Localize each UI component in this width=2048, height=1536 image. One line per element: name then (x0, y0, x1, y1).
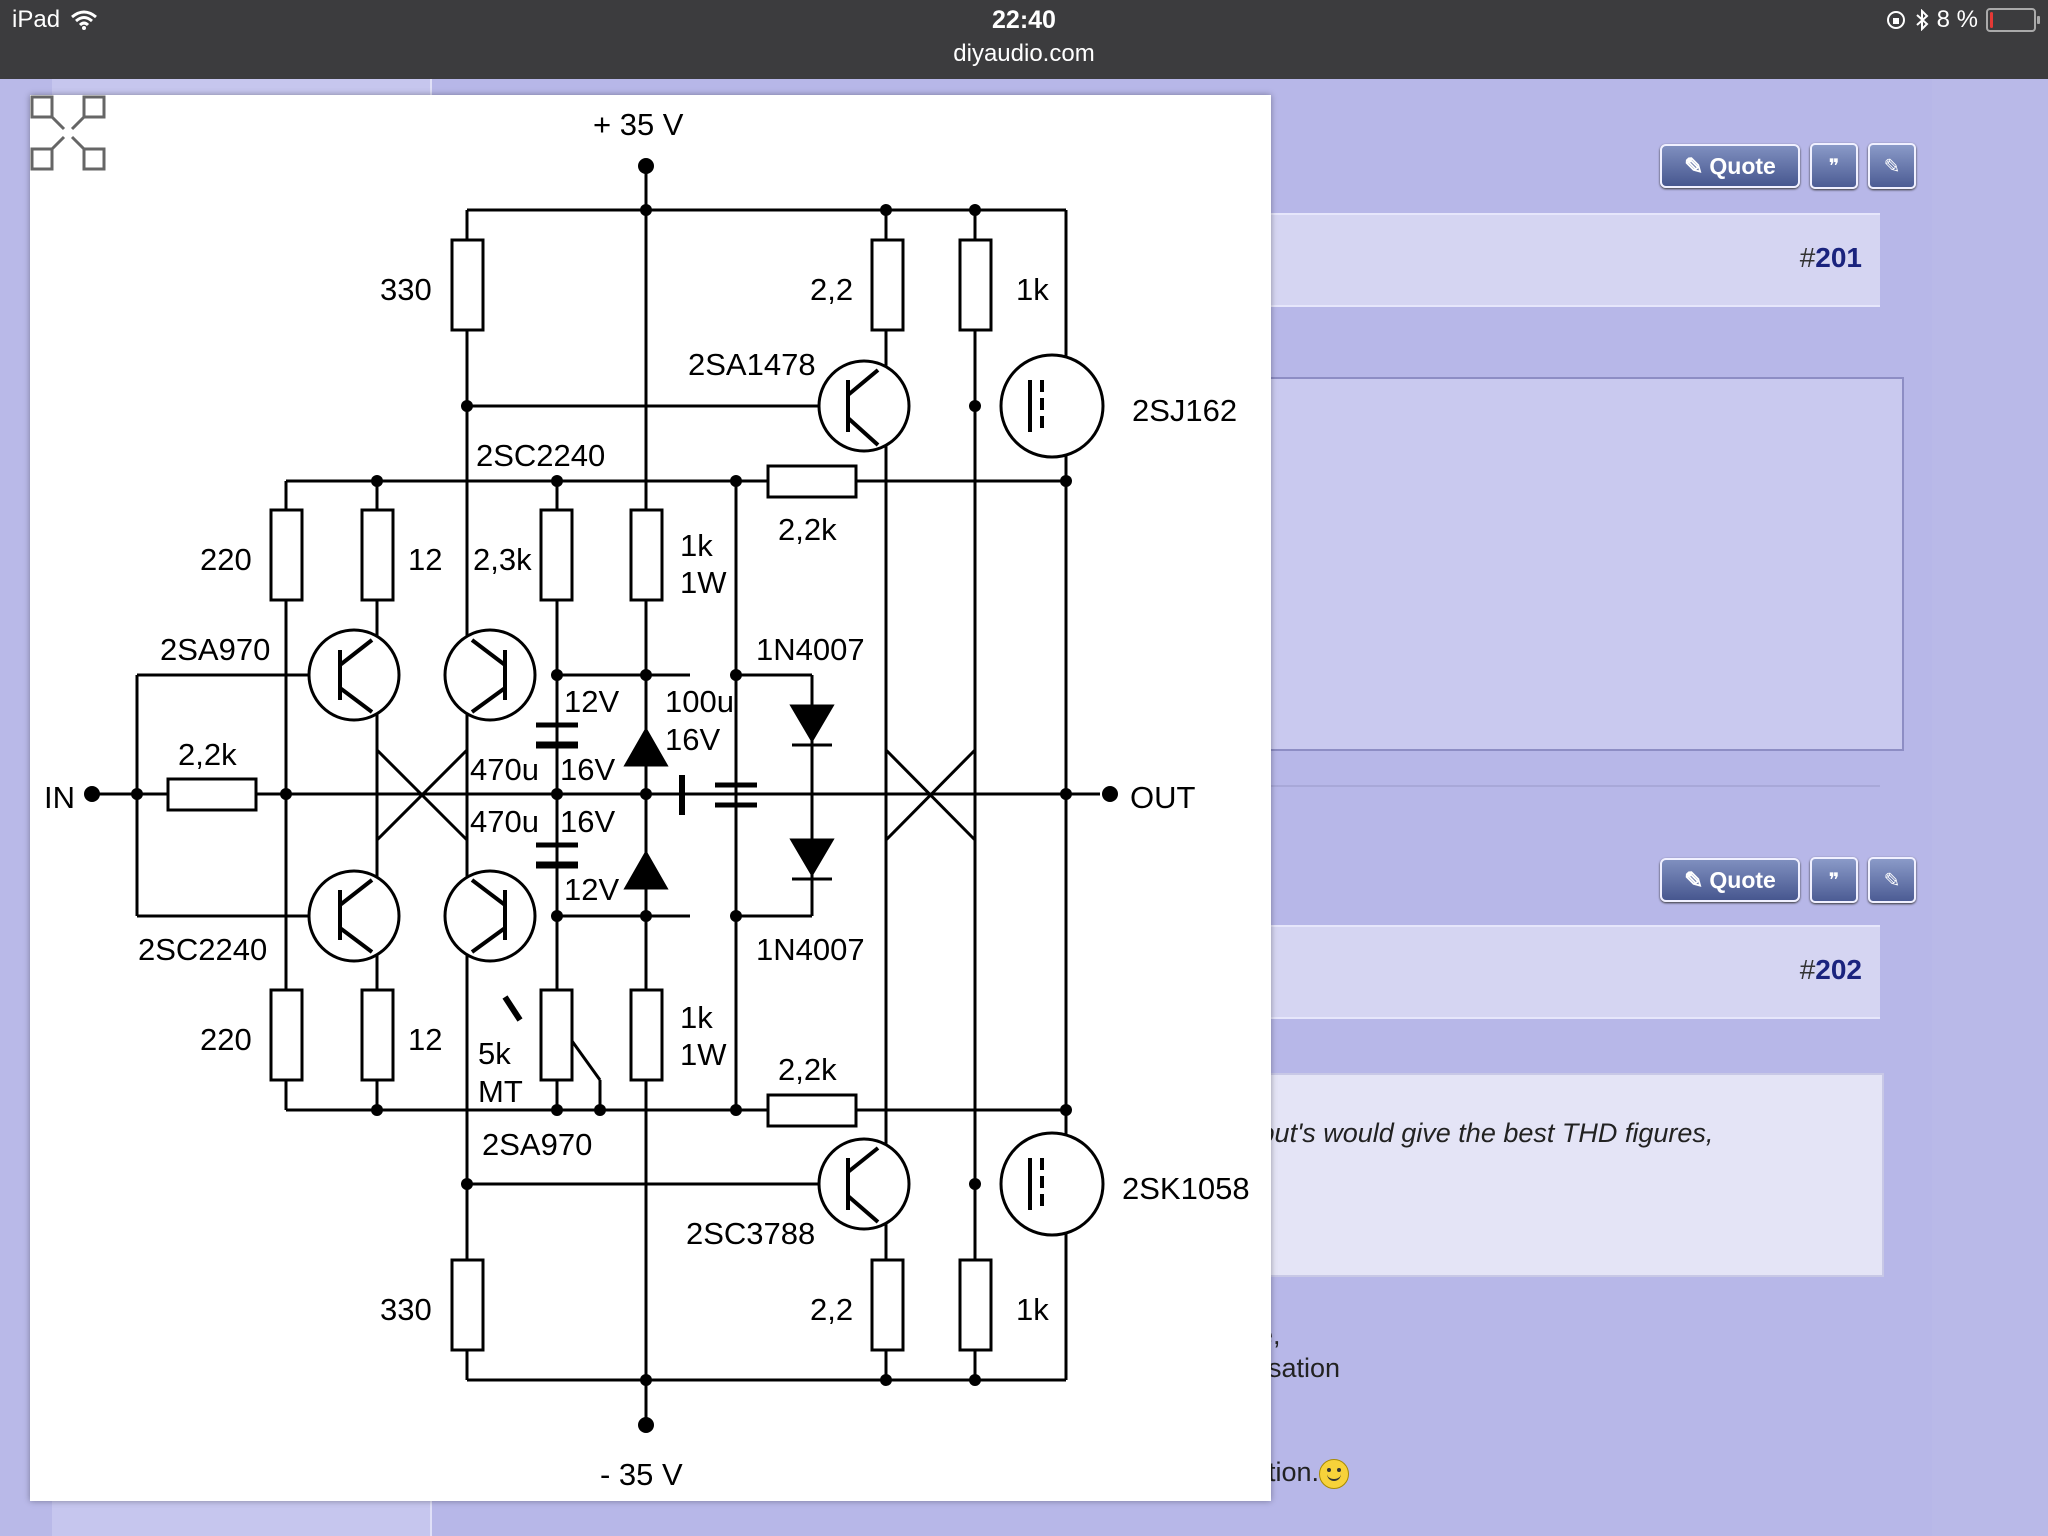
multi-quote-button[interactable]: ❞ (1810, 143, 1858, 189)
post-divider (1222, 785, 1880, 787)
url-bar[interactable]: diyaudio.com (953, 40, 1095, 67)
multi-quote-icon: ❞ (1828, 869, 1840, 892)
svg-text:220: 220 (200, 542, 252, 577)
svg-text:1W: 1W (680, 1037, 727, 1072)
quote-button[interactable]: ✎ Quote (1660, 144, 1800, 188)
expand-icon[interactable] (30, 95, 106, 171)
edit-button[interactable]: ✎ (1868, 857, 1916, 903)
label-output: OUT (1130, 780, 1196, 815)
status-bar: iPad 22:40 diyaudio.com 8 % (0, 0, 2048, 79)
transistors (307, 353, 1105, 1237)
svg-text:12: 12 (408, 542, 442, 577)
quoted-text: output's would give the best THD figures… (1222, 1118, 1714, 1148)
svg-text:12V: 12V (564, 684, 619, 719)
quote-icon: ✎ (1684, 866, 1704, 893)
transistor-internals (338, 368, 1044, 1224)
svg-text:16V: 16V (560, 804, 615, 839)
svg-text:2,2: 2,2 (810, 272, 853, 307)
svg-text:2SA970: 2SA970 (160, 632, 270, 667)
multi-quote-icon: ❞ (1828, 155, 1840, 178)
svg-text:2,3k: 2,3k (473, 542, 532, 577)
edit-button[interactable]: ✎ (1868, 143, 1916, 189)
svg-text:470u: 470u (470, 804, 539, 839)
label-supply-positive: + 35 V (593, 107, 684, 142)
svg-text:470u: 470u (470, 752, 539, 787)
post-header-201: #201 (1220, 213, 1880, 307)
svg-text:1k: 1k (680, 1000, 713, 1035)
label-supply-negative: - 35 V (600, 1457, 683, 1492)
edit-icon: ✎ (1883, 155, 1901, 178)
quote-button[interactable]: ✎ Quote (1660, 858, 1800, 902)
svg-text:2SC3788: 2SC3788 (686, 1216, 815, 1251)
svg-text:2,2k: 2,2k (778, 512, 837, 547)
svg-text:2,2: 2,2 (810, 1292, 853, 1327)
post-text-fragment: isation (1262, 1353, 1341, 1383)
status-right: 8 % (1885, 6, 2040, 34)
schematic-labels: + 35 V - 35 V IN OUT 330 2,2 1k 2SA1478 … (44, 107, 1250, 1492)
quote-box (1220, 1073, 1884, 1277)
wifi-icon (71, 10, 98, 30)
orientation-lock-icon (1886, 11, 1905, 29)
post-header-202: #202 (1220, 925, 1880, 1019)
svg-text:1k: 1k (1016, 1292, 1049, 1327)
post-actions-top: ✎ Quote ❞ ✎ (1660, 143, 1916, 189)
svg-text:100u: 100u (665, 684, 734, 719)
capacitors (536, 722, 757, 869)
label-input: IN (44, 780, 75, 815)
svg-text:2SC2240: 2SC2240 (476, 438, 605, 473)
post-actions-bottom: ✎ Quote ❞ ✎ (1660, 857, 1916, 903)
svg-text:1N4007: 1N4007 (756, 932, 865, 967)
clock: 22:40 (992, 6, 1056, 34)
svg-text:1W: 1W (680, 565, 727, 600)
svg-text:1k: 1k (1016, 272, 1049, 307)
quote-icon: ✎ (1684, 152, 1704, 179)
device-name: iPad (12, 6, 61, 33)
battery-fill (1990, 12, 1993, 28)
svg-text:330: 330 (380, 1292, 432, 1327)
svg-text:16V: 16V (560, 752, 615, 787)
nodes (84, 158, 1118, 1433)
post-number[interactable]: #201 (1799, 242, 1862, 273)
svg-text:2,2k: 2,2k (178, 737, 237, 772)
svg-text:330: 330 (380, 272, 432, 307)
svg-text:2SK1058: 2SK1058 (1122, 1171, 1250, 1206)
svg-text:2SJ162: 2SJ162 (1132, 393, 1237, 428)
post-number[interactable]: #202 (1799, 954, 1862, 985)
svg-text:MT: MT (478, 1074, 523, 1109)
battery-percent: 8 % (1936, 6, 1978, 33)
resistors (166, 238, 993, 1352)
svg-text:2SA970: 2SA970 (482, 1127, 592, 1162)
svg-text:5k: 5k (478, 1036, 511, 1071)
status-left: iPad (12, 6, 98, 34)
svg-text:220: 220 (200, 1022, 252, 1057)
battery-icon (1986, 8, 2040, 32)
smiley-icon (1319, 1458, 1350, 1489)
edit-icon: ✎ (1883, 869, 1901, 892)
svg-text:1k: 1k (680, 528, 713, 563)
image-lightbox[interactable]: + 35 V - 35 V IN OUT 330 2,2 1k 2SA1478 … (30, 95, 1271, 1501)
svg-text:12V: 12V (564, 872, 619, 907)
multi-quote-button[interactable]: ❞ (1810, 857, 1858, 903)
svg-text:2SA1478: 2SA1478 (688, 347, 816, 382)
svg-text:2,2k: 2,2k (778, 1052, 837, 1087)
post-content-box (1220, 377, 1904, 751)
diodes (623, 704, 835, 890)
bluetooth-icon (1915, 9, 1929, 31)
svg-text:12: 12 (408, 1022, 442, 1057)
svg-text:2SC2240: 2SC2240 (138, 932, 267, 967)
amplifier-schematic: + 35 V - 35 V IN OUT 330 2,2 1k 2SA1478 … (44, 107, 1250, 1492)
svg-text:1N4007: 1N4007 (756, 632, 865, 667)
post-text-fragment: tion. (1268, 1457, 1350, 1489)
svg-text:16V: 16V (665, 722, 720, 757)
